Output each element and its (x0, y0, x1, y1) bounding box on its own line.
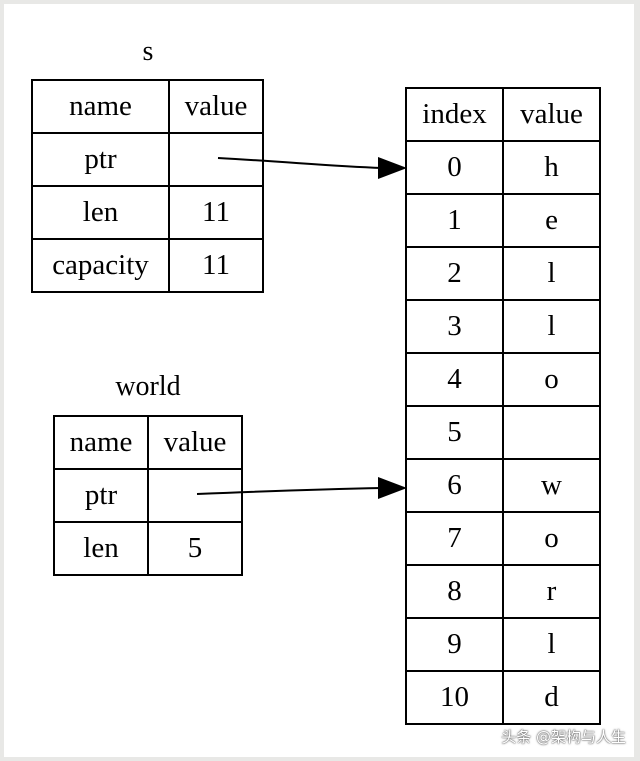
value-cell: l (502, 299, 601, 354)
index-cell: 0 (405, 140, 504, 195)
header-value-cell: value (502, 87, 601, 142)
index-cell: 6 (405, 458, 504, 513)
index-cell: 8 (405, 564, 504, 619)
world-ptr-arrow (196, 487, 383, 495)
value-cell: l (502, 246, 601, 301)
row-name-cell: len (53, 521, 149, 576)
table-row: ptr (53, 468, 243, 523)
index-cell: 3 (405, 299, 504, 354)
row-value-cell (147, 468, 243, 523)
index-cell: 9 (405, 617, 504, 672)
index-cell: 10 (405, 670, 504, 725)
row-value-cell: 11 (168, 185, 264, 240)
row-value-cell: 5 (147, 521, 243, 576)
value-cell: l (502, 617, 601, 672)
table-row: ptr (31, 132, 264, 187)
row-name-cell: ptr (53, 468, 149, 523)
row-name-cell: ptr (31, 132, 170, 187)
index-cell: 4 (405, 352, 504, 407)
table-header-row: name value (53, 415, 243, 470)
index-cell: 7 (405, 511, 504, 566)
s-ptr-arrow (217, 157, 383, 169)
row-value-cell: 11 (168, 238, 264, 293)
index-cell: 1 (405, 193, 504, 248)
table-header-row: name value (31, 79, 264, 134)
row-name-cell: len (31, 185, 170, 240)
index-cell: 5 (405, 405, 504, 460)
value-cell: o (502, 511, 601, 566)
s-ptr-arrowhead (378, 157, 407, 179)
table-row: 5 (405, 405, 601, 460)
watermark: 头条 @架构与人生 (501, 728, 626, 746)
value-cell: w (502, 458, 601, 513)
value-cell: o (502, 352, 601, 407)
row-name-cell: capacity (31, 238, 170, 293)
s-table-title: s (142, 36, 154, 67)
index-cell: 2 (405, 246, 504, 301)
header-index-cell: index (405, 87, 504, 142)
world-table: name value ptr len 5 (53, 415, 243, 576)
header-name-cell: name (31, 79, 170, 134)
s-table: name value ptr len 11 capacity 11 (31, 79, 264, 293)
world-table-title: world (115, 371, 181, 402)
world-ptr-arrowhead (378, 477, 407, 499)
table-header-row: index value (405, 87, 601, 142)
header-name-cell: name (53, 415, 149, 470)
value-cell (502, 405, 601, 460)
table-row: len 5 (53, 521, 243, 576)
value-cell: r (502, 564, 601, 619)
table-row: len 11 (31, 185, 264, 240)
header-value-cell: value (168, 79, 264, 134)
value-cell: d (502, 670, 601, 725)
value-cell: e (502, 193, 601, 248)
table-row: capacity 11 (31, 238, 264, 293)
header-value-cell: value (147, 415, 243, 470)
value-cell: h (502, 140, 601, 195)
